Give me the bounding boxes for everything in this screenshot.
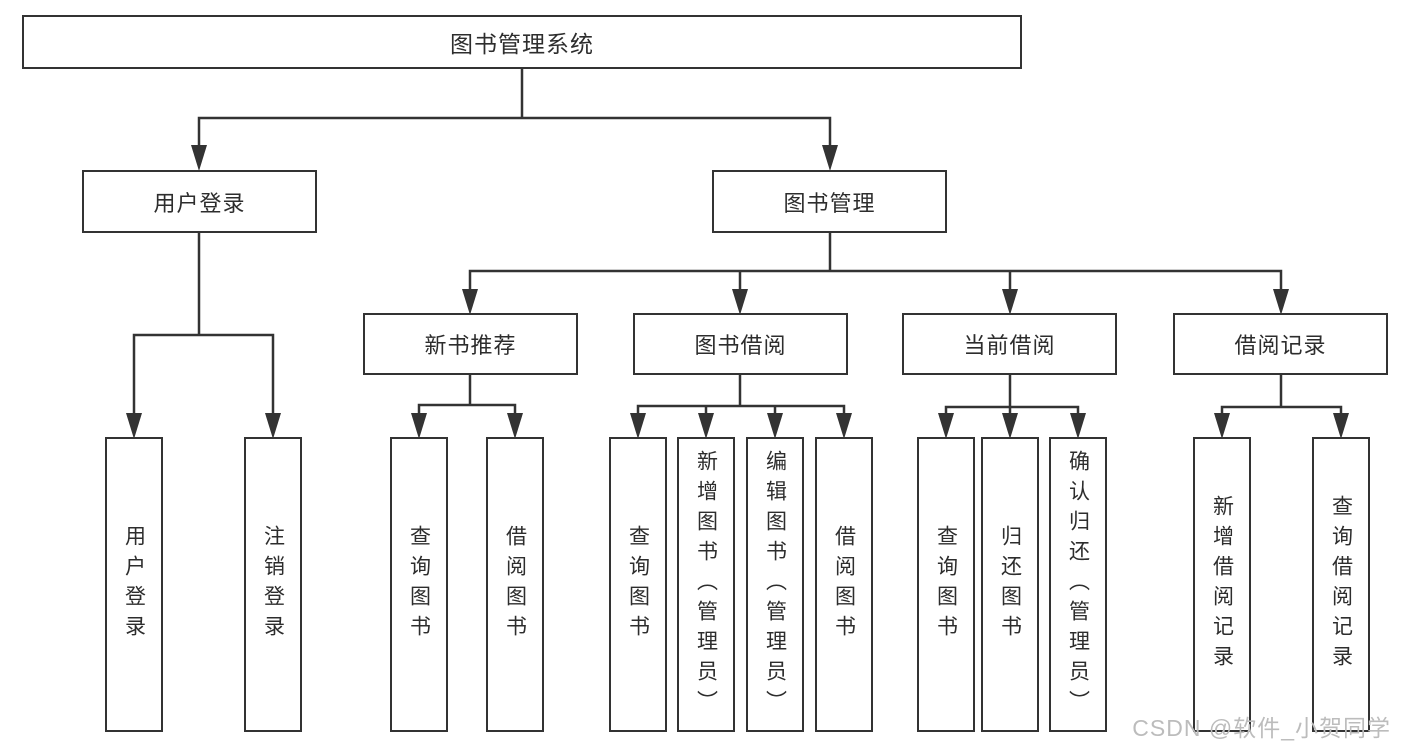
leaf-add-borrow-record-label: 新增借阅记录 [1210, 494, 1234, 675]
leaf-add-books-admin: 新增图书（管理员） [677, 437, 735, 732]
leaf-borrow-books-recommend-label: 借阅图书 [503, 524, 527, 645]
node-book-management: 图书管理 [712, 170, 947, 233]
node-root: 图书管理系统 [22, 15, 1022, 69]
leaf-edit-books-admin-label: 编辑图书（管理员） [763, 449, 787, 720]
leaf-query-books-current-label: 查询图书 [934, 524, 958, 645]
leaf-edit-books-admin: 编辑图书（管理员） [746, 437, 804, 732]
node-user-login-label: 用户登录 [153, 190, 246, 216]
node-book-borrow: 图书借阅 [633, 313, 848, 375]
leaf-query-books-recommend: 查询图书 [390, 437, 448, 732]
watermark: CSDN @软件_小贺同学 [1132, 715, 1391, 741]
leaf-borrow-books-label: 借阅图书 [832, 524, 856, 645]
connector-lines [132, 67, 1343, 419]
node-new-book-recommend: 新书推荐 [363, 313, 578, 375]
node-new-book-recommend-label: 新书推荐 [424, 333, 517, 358]
leaf-logout-label: 注销登录 [261, 524, 285, 645]
node-borrow-records-label: 借阅记录 [1234, 333, 1327, 358]
leaf-add-books-admin-label: 新增图书（管理员） [694, 449, 718, 720]
leaf-borrow-books-recommend: 借阅图书 [486, 437, 544, 732]
leaf-confirm-return-admin-label: 确认归还（管理员） [1066, 449, 1090, 720]
node-root-label: 图书管理系统 [450, 31, 594, 57]
node-current-borrow-label: 当前借阅 [963, 333, 1056, 358]
node-book-management-label: 图书管理 [783, 190, 876, 216]
leaf-query-borrow-record: 查询借阅记录 [1312, 437, 1370, 732]
leaf-return-books: 归还图书 [981, 437, 1039, 732]
leaf-logout: 注销登录 [244, 437, 302, 732]
leaf-query-borrow-record-label: 查询借阅记录 [1329, 494, 1353, 675]
arrowheads [126, 145, 1349, 439]
leaf-query-books-current: 查询图书 [917, 437, 975, 732]
leaf-user-login-label: 用户登录 [122, 524, 146, 645]
leaf-query-books-borrow: 查询图书 [609, 437, 667, 732]
leaf-return-books-label: 归还图书 [998, 524, 1022, 645]
leaf-query-books-borrow-label: 查询图书 [626, 524, 650, 645]
node-book-borrow-label: 图书借阅 [694, 333, 787, 358]
leaf-add-borrow-record: 新增借阅记录 [1193, 437, 1251, 732]
leaf-query-books-recommend-label: 查询图书 [407, 524, 431, 645]
leaf-user-login: 用户登录 [105, 437, 163, 732]
node-current-borrow: 当前借阅 [902, 313, 1117, 375]
leaf-borrow-books: 借阅图书 [815, 437, 873, 732]
node-borrow-records: 借阅记录 [1173, 313, 1388, 375]
node-user-login: 用户登录 [82, 170, 317, 233]
leaf-confirm-return-admin: 确认归还（管理员） [1049, 437, 1107, 732]
